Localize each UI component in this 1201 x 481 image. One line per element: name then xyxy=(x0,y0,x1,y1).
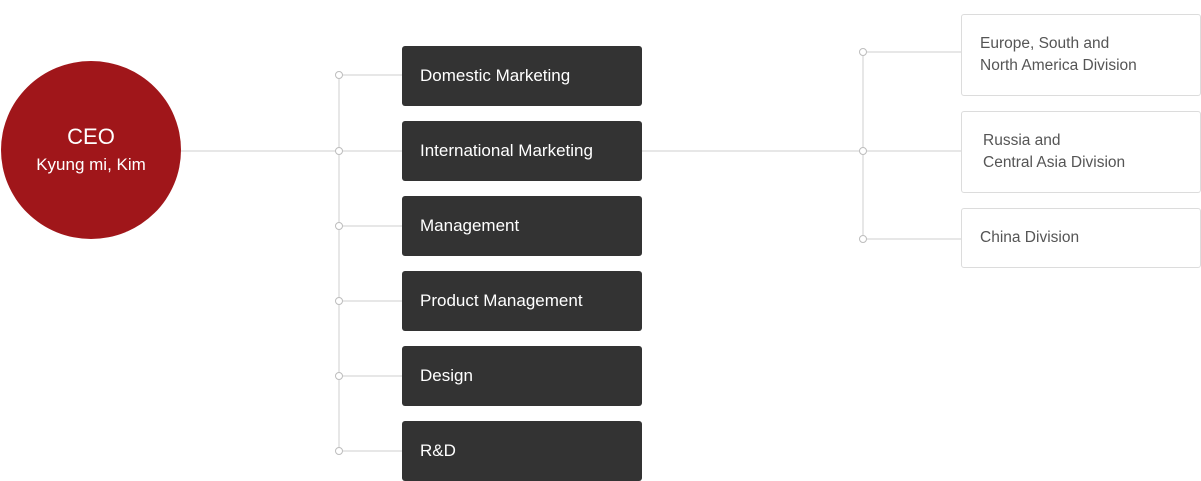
ceo-node: CEO Kyung mi, Kim xyxy=(1,61,181,239)
connector-dot xyxy=(335,222,343,230)
department-label: R&D xyxy=(420,441,456,460)
connector-dot xyxy=(335,71,343,79)
department-label: Product Management xyxy=(420,291,583,310)
division-label-line1: China Division xyxy=(980,229,1080,246)
connector-dot xyxy=(859,48,867,56)
division-russia-central-asia: Russia and Central Asia Division xyxy=(961,111,1201,193)
ceo-name: Kyung mi, Kim xyxy=(36,155,146,174)
connector-dot xyxy=(335,447,343,455)
division-china: China Division xyxy=(961,208,1201,268)
division-label-line2: North America Division xyxy=(980,57,1137,74)
department-label: Domestic Marketing xyxy=(420,66,571,85)
department-rnd: R&D xyxy=(402,421,642,481)
division-label-line1: Russia and xyxy=(983,132,1061,149)
division-europe-americas: Europe, South and North America Division xyxy=(961,14,1201,96)
ceo-title: CEO xyxy=(67,124,115,149)
connector-dot xyxy=(335,147,343,155)
department-product-management: Product Management xyxy=(402,271,642,331)
connector-dot xyxy=(859,147,867,155)
department-domestic-marketing: Domestic Marketing xyxy=(402,46,642,106)
connector-dot xyxy=(335,372,343,380)
department-design: Design xyxy=(402,346,642,406)
connector-dot xyxy=(335,297,343,305)
department-label: International Marketing xyxy=(420,141,593,160)
connector-dot xyxy=(859,235,867,243)
department-label: Design xyxy=(420,366,473,385)
division-label-line2: Central Asia Division xyxy=(983,154,1126,171)
department-management: Management xyxy=(402,196,642,256)
department-international-marketing: International Marketing xyxy=(402,121,642,181)
division-label-line1: Europe, South and xyxy=(980,35,1110,52)
department-label: Management xyxy=(420,216,520,235)
